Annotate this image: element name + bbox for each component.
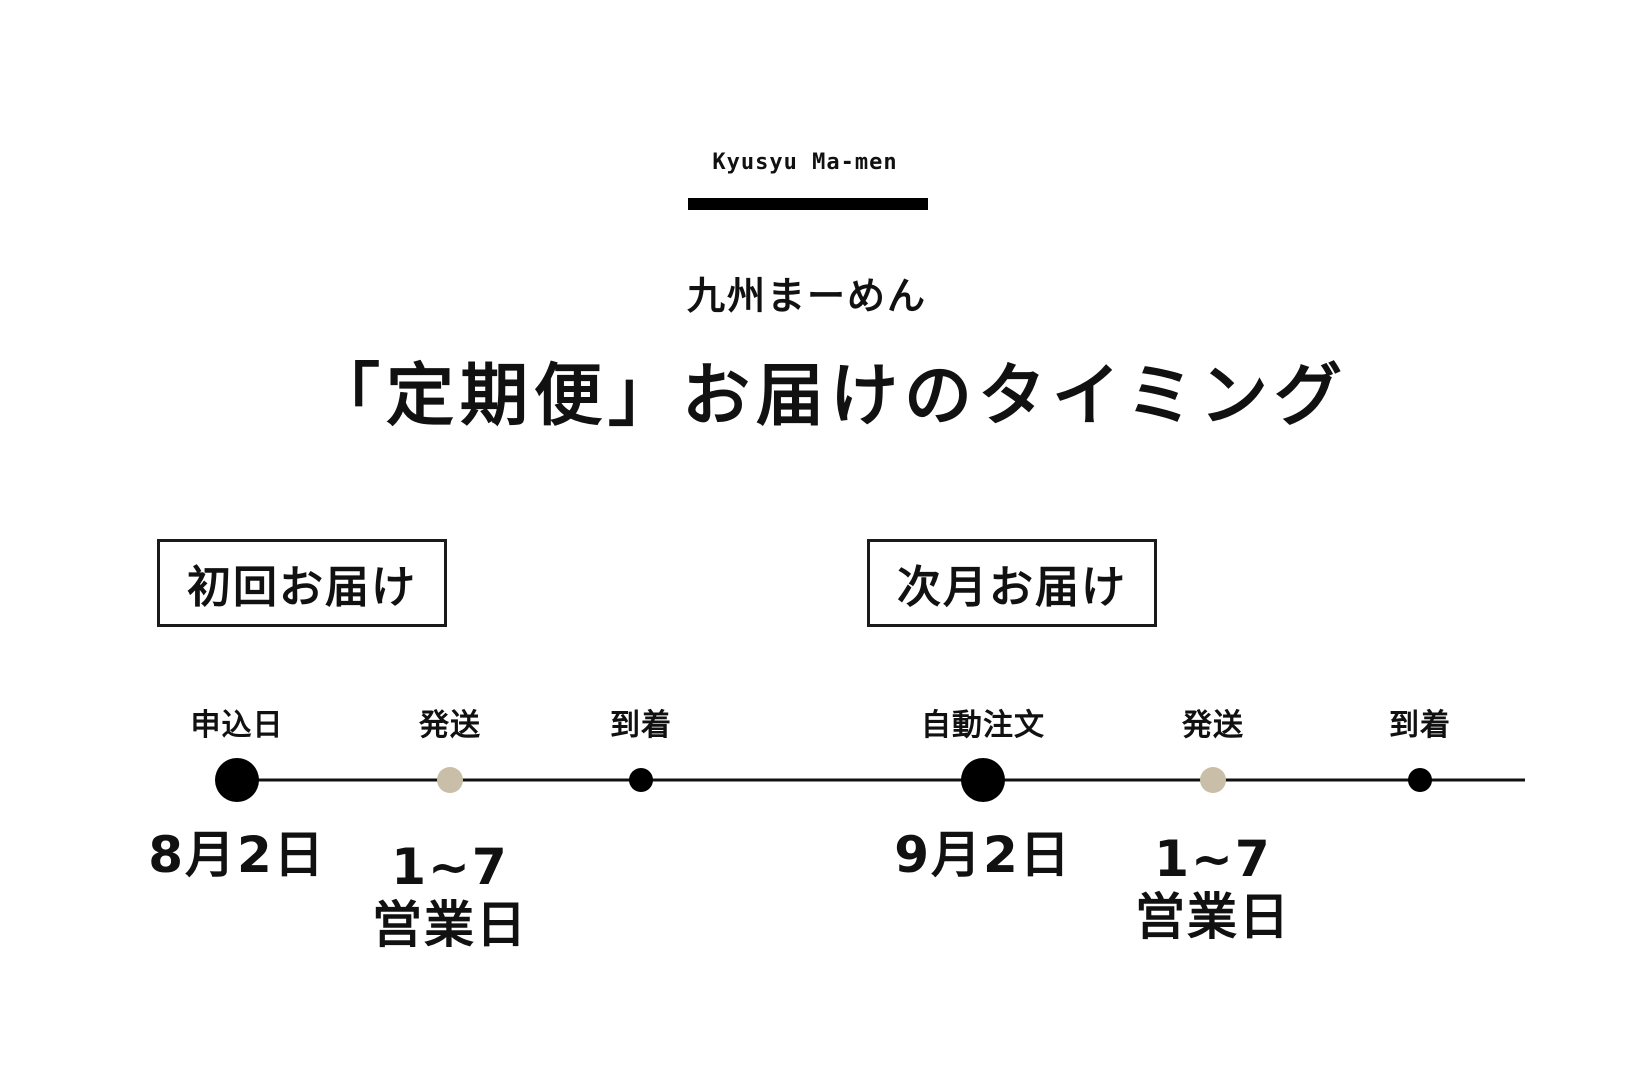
step-label-apply: 申込日 bbox=[190, 708, 284, 743]
page-title: 「定期便」お届けのタイミング bbox=[311, 357, 1348, 436]
step-date-line2: 営業日 bbox=[1135, 888, 1291, 946]
timeline-dot-0 bbox=[215, 758, 259, 802]
step-date-apply: 8月2日 bbox=[117, 826, 357, 884]
timeline-dot-2 bbox=[629, 768, 653, 792]
step-date-ship-first: 1~7 営業日 bbox=[330, 838, 570, 954]
timeline-dot-5 bbox=[1408, 768, 1432, 792]
step-date-line1: 1~7 bbox=[391, 838, 509, 896]
step-date-line1: 8月2日 bbox=[148, 826, 326, 884]
step-date-ship-next: 1~7 営業日 bbox=[1093, 830, 1333, 946]
timeline-dot-3 bbox=[961, 758, 1005, 802]
brand-divider bbox=[688, 198, 928, 210]
step-label-ship-first: 発送 bbox=[419, 708, 481, 743]
brand-name-ja: 九州まーめん bbox=[686, 274, 927, 318]
step-date-line1: 9月2日 bbox=[894, 826, 1072, 884]
step-date-line1: 1~7 bbox=[1154, 830, 1272, 888]
step-label-arrive-first: 到着 bbox=[610, 708, 672, 743]
section-label-first-delivery: 初回お届け bbox=[157, 539, 447, 627]
timeline-dot-1 bbox=[437, 767, 463, 793]
step-date-auto-order: 9月2日 bbox=[863, 826, 1103, 884]
section-label-next-delivery: 次月お届け bbox=[867, 539, 1157, 627]
step-date-line2: 営業日 bbox=[372, 896, 528, 954]
step-label-arrive-next: 到着 bbox=[1389, 708, 1451, 743]
brand-name-en: Kyusyu Ma-men bbox=[712, 150, 898, 175]
step-label-auto-order: 自動注文 bbox=[921, 708, 1045, 743]
step-label-ship-next: 発送 bbox=[1182, 708, 1244, 743]
timeline bbox=[215, 758, 1525, 802]
timeline-dot-4 bbox=[1200, 767, 1226, 793]
